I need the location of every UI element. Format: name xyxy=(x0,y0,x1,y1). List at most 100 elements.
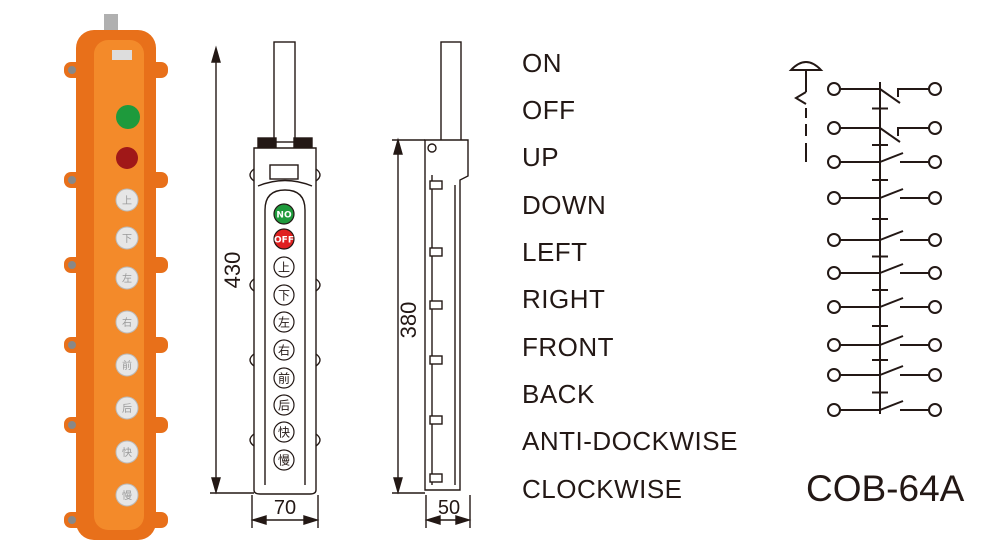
screw-icon xyxy=(68,261,76,269)
height-dim-430: 430 xyxy=(220,252,245,289)
terminal-icon xyxy=(827,338,841,352)
terminal-icon xyxy=(827,368,841,382)
photo-button-label: 慢 xyxy=(122,490,132,502)
function-back: BACK xyxy=(522,379,595,409)
mount-tab xyxy=(315,433,321,447)
screw-icon xyxy=(68,516,76,524)
photo-mount-tab xyxy=(146,417,168,433)
front-button xyxy=(273,203,295,225)
nc-contact xyxy=(879,127,901,143)
front-button-label: 下 xyxy=(278,289,290,303)
height-dim-380: 380 xyxy=(396,302,421,339)
terminal-icon xyxy=(928,368,942,382)
mount-tab xyxy=(249,353,255,367)
nc-contact xyxy=(879,88,901,104)
side-tab xyxy=(429,415,443,425)
photo-button-label: 快 xyxy=(122,447,132,459)
front-button-label: OFF xyxy=(274,236,294,246)
model-number: COB-64A xyxy=(806,468,965,509)
mount-tab xyxy=(315,278,321,292)
photo-mount-tab xyxy=(146,337,168,353)
terminal-icon xyxy=(928,233,942,247)
terminal-icon xyxy=(928,403,942,417)
photo-button-label: 上 xyxy=(122,195,132,207)
no-contact xyxy=(879,152,904,163)
side-view-drawing xyxy=(392,41,472,528)
front-button xyxy=(273,394,295,416)
mount-tab xyxy=(315,168,321,182)
side-tab xyxy=(429,473,443,483)
front-button-label: 右 xyxy=(278,343,290,358)
photo-mount-tab xyxy=(146,62,168,78)
photo-button-label: 前 xyxy=(122,359,132,372)
photo-on-button xyxy=(116,105,140,129)
function-up: UP xyxy=(522,142,560,172)
photo-button xyxy=(115,483,139,507)
function-right: RIGHT xyxy=(522,284,606,314)
side-tab xyxy=(429,355,443,365)
front-button-label: 后 xyxy=(278,399,290,413)
no-contact xyxy=(879,188,904,199)
mount-tab xyxy=(249,433,255,447)
side-tab xyxy=(429,300,443,310)
photo-button-label: 后 xyxy=(122,403,132,415)
no-contact xyxy=(879,400,904,411)
front-button-label: NO xyxy=(276,211,292,221)
function-on: ON xyxy=(522,48,562,78)
photo-button-label: 左 xyxy=(122,272,132,285)
mount-tab xyxy=(249,278,255,292)
mount-tab xyxy=(249,168,255,182)
front-button-label: 前 xyxy=(278,371,290,386)
mount-tab xyxy=(315,353,321,367)
photo-mount-tab xyxy=(146,172,168,188)
terminal-icon xyxy=(928,266,942,280)
photo-button-label: 下 xyxy=(122,234,132,245)
no-contact xyxy=(879,230,904,241)
function-front: FRONT xyxy=(522,332,615,362)
function-anti-dockwise: ANTI-DOCKWISE xyxy=(522,426,738,456)
front-button xyxy=(273,256,295,278)
no-contact xyxy=(879,263,904,274)
terminal-icon xyxy=(827,191,841,205)
terminal-icon xyxy=(827,121,841,135)
photo-button-label: 右 xyxy=(122,316,132,329)
terminal-icon xyxy=(827,403,841,417)
side-tab xyxy=(429,247,443,257)
front-button xyxy=(273,284,295,306)
photo-button xyxy=(115,226,139,250)
terminal-icon xyxy=(928,82,942,96)
front-button-label: 上 xyxy=(278,261,290,275)
terminal-icon xyxy=(928,300,942,314)
wiring-schematic xyxy=(788,61,942,417)
front-button xyxy=(273,367,295,389)
terminal-icon xyxy=(827,266,841,280)
terminal-icon xyxy=(827,233,841,247)
terminal-icon xyxy=(827,300,841,314)
function-off: OFF xyxy=(522,95,576,125)
photo-button xyxy=(115,396,139,420)
width-dim-50: 50 xyxy=(438,497,460,519)
side-tab xyxy=(429,180,443,190)
front-button xyxy=(273,339,295,361)
front-button-label: 慢 xyxy=(278,454,290,468)
wire xyxy=(897,127,929,136)
photo-button xyxy=(115,266,139,290)
function-down: DOWN xyxy=(522,190,607,220)
front-button xyxy=(273,228,295,250)
terminal-icon xyxy=(827,155,841,169)
screw-icon xyxy=(68,176,76,184)
front-button-label: 快 xyxy=(278,426,290,440)
front-button xyxy=(273,449,295,471)
photo-mount-tab xyxy=(146,257,168,273)
photo-button xyxy=(115,353,139,377)
no-contact xyxy=(879,365,904,376)
front-button xyxy=(273,421,295,443)
terminal-icon xyxy=(928,121,942,135)
width-dim-70: 70 xyxy=(274,497,296,519)
front-button-label: 左 xyxy=(278,315,290,330)
screw-icon xyxy=(68,341,76,349)
function-clockwise: CLOCKWISE xyxy=(522,474,683,504)
